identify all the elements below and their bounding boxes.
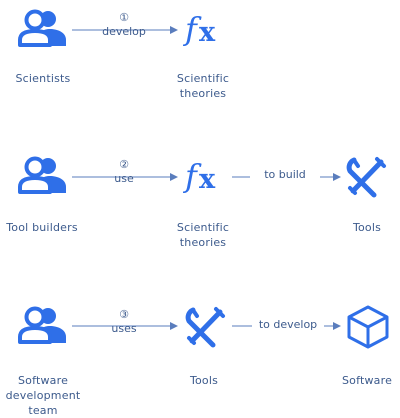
cube-icon xyxy=(345,304,391,350)
step-verb-use: use xyxy=(114,172,134,185)
step-verb-develop: develop xyxy=(102,25,146,38)
target-label-scientific-theories: Scientific theories xyxy=(176,221,230,249)
function-fx-icon: ƒ x xyxy=(183,157,229,197)
actor-label-tool-builders: Tool builders xyxy=(6,221,78,234)
tools-icon xyxy=(344,155,388,199)
svg-text:x: x xyxy=(199,17,216,48)
next-label-tools: Tools xyxy=(352,221,382,234)
function-fx-icon: ƒ x xyxy=(183,10,229,50)
tools-icon xyxy=(183,305,227,349)
users-icon xyxy=(16,305,70,345)
step-number-3: ③ xyxy=(119,308,129,321)
step-number-1: ① xyxy=(119,11,129,24)
target-label-scientific-theories: Scientific theories xyxy=(176,72,230,100)
users-icon xyxy=(16,155,70,195)
actor-label-scientists: Scientists xyxy=(15,72,71,85)
users-icon xyxy=(16,8,70,48)
step-number-2: ② xyxy=(119,158,129,171)
actor-label-software-development-team: Software development team xyxy=(5,374,81,417)
svg-text:x: x xyxy=(199,164,216,195)
next-label-software: Software xyxy=(341,374,393,387)
target-label-tools: Tools xyxy=(189,374,219,387)
step-verb-uses: uses xyxy=(111,322,137,335)
next-verb-to-build: to build xyxy=(250,169,320,181)
next-verb-to-develop: to develop xyxy=(252,319,324,331)
